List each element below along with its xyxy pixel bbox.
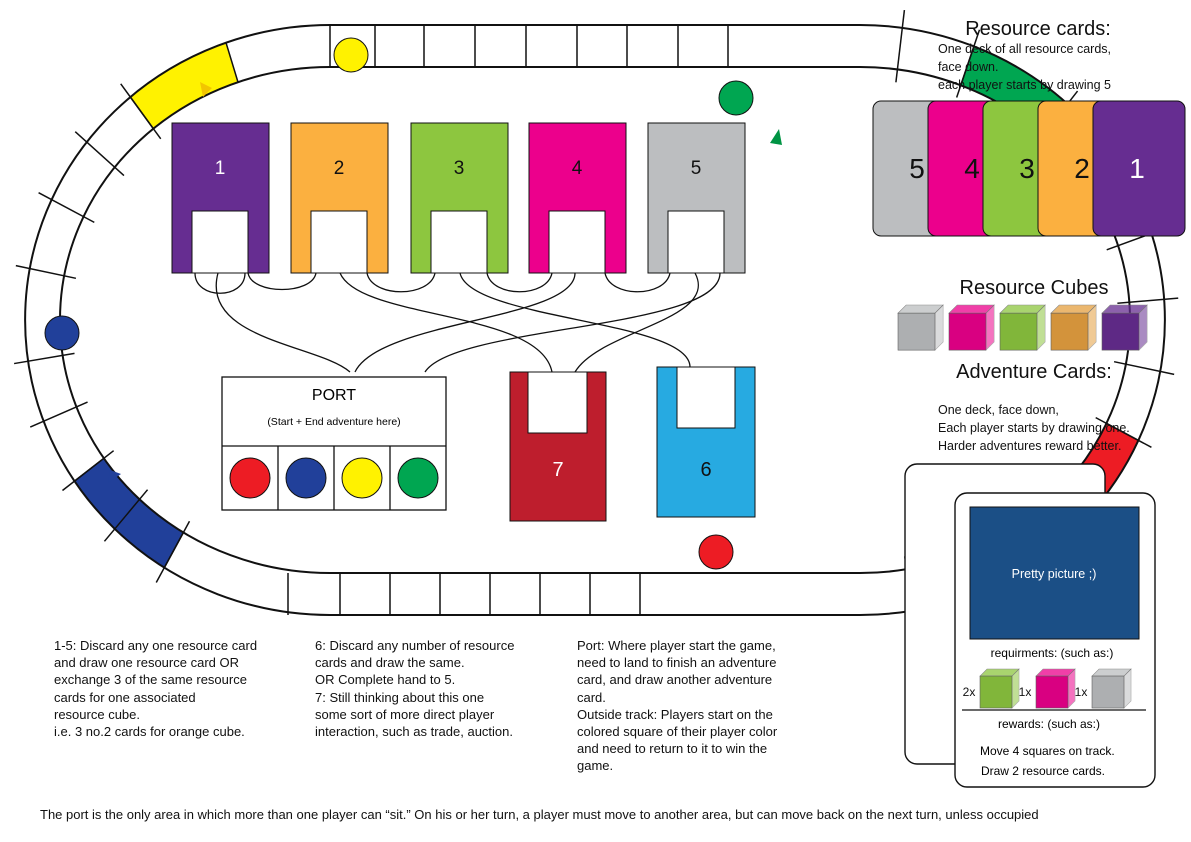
area-7-number: 7: [552, 459, 563, 481]
adventure-card-example: Pretty picture ;) requirments: (such as:…: [904, 463, 1156, 788]
rules-areas-1-5: 1-5: Discard any one resource card and d…: [54, 638, 258, 740]
area-2-seat: [310, 210, 368, 274]
track-space-divider: [29, 401, 88, 428]
area-3: 3: [410, 122, 509, 274]
resource-cubes-title: Resource Cubes: [959, 277, 1109, 299]
area-5-seat: [667, 210, 725, 274]
track-space-divider: [1117, 297, 1179, 305]
port: PORT (Start + End adventure here): [221, 376, 447, 511]
track-space-divider: [120, 83, 162, 140]
resource-card-1: [1092, 100, 1186, 237]
area-1-number: 1: [215, 158, 226, 179]
resource-card-3-number: 3: [1019, 153, 1035, 184]
requirement-qty: 1x: [1075, 685, 1088, 699]
area-1: 1: [171, 122, 270, 274]
requirement-qty: 2x: [963, 685, 976, 699]
area-6: 6: [656, 366, 756, 518]
resource-cube-magenta: [948, 304, 995, 351]
track-space-divider: [15, 264, 77, 280]
requirement-qty: 1x: [1019, 685, 1032, 699]
track-space-divider: [103, 489, 149, 542]
footer-note: The port is the only area in which more …: [40, 807, 1039, 822]
requirement-cube-green: [979, 668, 1020, 709]
area-3-seat: [430, 210, 488, 274]
resource-cards-description: One deck of all resource cards, face dow…: [938, 42, 1112, 92]
track-space-divider: [74, 131, 125, 177]
area-4-seat: [548, 210, 606, 274]
track-space-divider: [62, 450, 115, 492]
port-subtitle: (Start + End adventure here): [267, 416, 400, 428]
port-title: PORT: [312, 387, 356, 404]
adventure-card-picture-label: Pretty picture ;): [1012, 567, 1097, 581]
resource-card-1-number: 1: [1129, 153, 1145, 184]
resource-areas: 1 2 3 4 5: [171, 122, 746, 274]
resource-cube-green: [999, 304, 1046, 351]
resource-cube-grey: [897, 304, 944, 351]
requirements-label: requirments: (such as:): [991, 646, 1114, 660]
requirement-cube-grey: [1091, 668, 1132, 709]
track-space-divider: [13, 352, 75, 365]
resource-card-2-number: 2: [1074, 153, 1090, 184]
resource-card-4-number: 4: [964, 153, 980, 184]
area-connections: [194, 272, 721, 373]
track-space-divider: [955, 29, 981, 98]
adventure-cards-description: One deck, face down, Each player starts …: [938, 403, 1130, 453]
area-2-number: 2: [334, 158, 345, 179]
track-space-divider: [38, 192, 95, 224]
port-token-red: [229, 457, 271, 499]
area-3-number: 3: [454, 158, 465, 179]
track-space-divider: [895, 9, 906, 83]
resource-card-deck: 5 4 3 2 1: [872, 100, 1186, 237]
player-token-red: [698, 534, 734, 570]
requirement-cube-magenta: [1035, 668, 1076, 709]
area-5-number: 5: [691, 158, 702, 179]
port-token-green: [397, 457, 439, 499]
area-6-number: 6: [700, 459, 711, 481]
area-1-seat: [191, 210, 249, 274]
area-4-number: 4: [572, 158, 583, 179]
player-token-blue: [44, 315, 80, 351]
direction-arrow-green: [770, 129, 782, 145]
adventure-card-picture: [969, 506, 1140, 640]
rules-port-track: Port: Where player start the game, need …: [577, 638, 778, 774]
resource-cube-orange: [1050, 304, 1097, 351]
resource-card-5-number: 5: [909, 153, 925, 184]
player-token-green: [718, 80, 754, 116]
rules-areas-6-7: 6: Discard any number of resource cards …: [315, 638, 515, 740]
port-token-blue: [285, 457, 327, 499]
direction-arrow-blue: [108, 470, 121, 483]
track-space-divider: [1095, 416, 1152, 448]
track-space-divider: [155, 520, 191, 583]
area-4: 4: [528, 122, 627, 274]
rewards-text: Move 4 squares on track. Draw 2 resource…: [980, 744, 1118, 778]
resource-cards-title: Resource cards:: [965, 18, 1111, 40]
area-7: 7: [509, 371, 607, 522]
direction-arrow-yellow: [200, 82, 212, 97]
resource-cube-row: [897, 304, 1148, 351]
area-5: 5: [647, 122, 746, 274]
player-token-yellow: [333, 37, 369, 73]
area-2: 2: [290, 122, 389, 274]
rewards-label: rewards: (such as:): [998, 717, 1100, 731]
port-token-yellow: [341, 457, 383, 499]
adventure-cards-title: Adventure Cards:: [956, 361, 1112, 383]
track-space-divider: [1113, 360, 1175, 376]
resource-cube-purple: [1101, 304, 1148, 351]
